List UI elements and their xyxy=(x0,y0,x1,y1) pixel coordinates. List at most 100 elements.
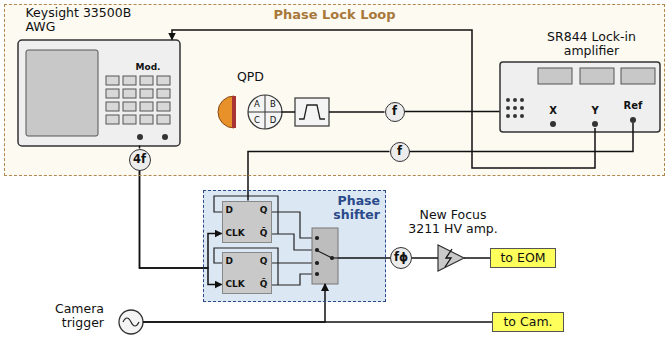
pin-name: D xyxy=(226,256,233,266)
text-holder: QPD xyxy=(218,70,284,84)
signal-name: X xyxy=(549,106,557,116)
pin-name: Q̄ xyxy=(260,228,268,238)
input-jack xyxy=(513,98,517,102)
frequency-circle: fϕ xyxy=(390,247,412,269)
port-label: Mod. xyxy=(135,63,160,72)
button xyxy=(157,76,170,85)
loop-region: Phase Lock Loop Keysight 33500B AWG SR844 … xyxy=(4,4,665,176)
button xyxy=(123,76,136,85)
input-jack xyxy=(520,106,524,110)
awg-body xyxy=(18,40,180,146)
qpd-quadrants xyxy=(248,95,282,129)
frequency-circle: f xyxy=(390,142,410,162)
lockin-display xyxy=(538,68,572,84)
node-label: Camera trigger xyxy=(40,302,104,331)
text-holder: Camera trigger xyxy=(40,294,148,338)
text-holder: SR844 Lock-in amplifier xyxy=(498,30,662,59)
input-jack xyxy=(506,106,510,110)
output-tag: to EOM xyxy=(490,248,556,268)
button xyxy=(157,102,170,111)
node-label: to EOM xyxy=(500,251,545,265)
wire xyxy=(464,257,490,259)
switch xyxy=(312,228,338,284)
output-tag: to Cam. xyxy=(492,312,564,332)
button xyxy=(106,115,119,124)
qpd-sensor xyxy=(218,96,234,128)
pin-name: Q xyxy=(260,256,268,266)
button xyxy=(123,89,136,98)
wire xyxy=(338,257,390,259)
lockin-terminal xyxy=(592,121,598,127)
wire xyxy=(282,111,385,113)
signal-name: Ref xyxy=(624,101,643,111)
awg-output xyxy=(137,134,143,140)
lockin-display xyxy=(580,68,614,84)
lockin-body xyxy=(500,62,660,132)
instrument: Keysight 33500B AWG xyxy=(16,6,184,148)
text-holder: New Focus 3211 HV amp. xyxy=(405,208,501,237)
frequency-circle: 4f xyxy=(129,149,151,171)
input-jack xyxy=(513,114,517,118)
node-label: to Cam. xyxy=(503,315,552,329)
high-voltage-symbol xyxy=(445,249,452,267)
qpd-divider xyxy=(265,95,266,129)
pin-name: Q xyxy=(260,205,268,215)
button xyxy=(140,115,153,124)
qpd-mount xyxy=(232,96,236,128)
flip-flop: DQCLKQ̄ xyxy=(222,201,272,243)
lockin-inputs xyxy=(506,98,524,118)
text-holder: Keysight 33500B AWG xyxy=(16,6,184,35)
node-label: 4f xyxy=(133,153,146,166)
quadrant-label: A xyxy=(254,100,260,109)
button xyxy=(106,89,119,98)
node-label: f xyxy=(392,105,397,118)
button xyxy=(140,89,153,98)
bandpass-filter xyxy=(295,98,329,126)
button xyxy=(140,102,153,111)
wire xyxy=(410,123,634,152)
wire xyxy=(405,111,500,113)
awg-buttons xyxy=(106,76,170,124)
frequency-circle: f xyxy=(385,102,405,122)
awg-screen xyxy=(26,50,98,136)
node-label: SR844 Lock-in amplifier xyxy=(524,30,659,59)
signal-name: Y xyxy=(591,106,598,116)
input-jack xyxy=(520,114,524,118)
pin-name: CLK xyxy=(226,228,245,238)
button xyxy=(123,102,136,111)
node-label: Phase shifter xyxy=(318,194,380,223)
node-label: fϕ xyxy=(394,251,408,264)
input-jack xyxy=(506,98,510,102)
input-jack xyxy=(513,106,517,110)
sine-symbol xyxy=(123,318,139,326)
flip-flop: D Q CLK Q̄ xyxy=(222,252,272,294)
instrument: SR844 Lock-in amplifier xyxy=(498,30,662,134)
amplifier: New Focus 3211 HV amp. xyxy=(405,208,501,276)
button xyxy=(106,102,119,111)
trigger-source: Camera trigger xyxy=(40,294,148,338)
button xyxy=(140,76,153,85)
wire xyxy=(172,30,595,168)
pll-ground xyxy=(4,4,665,176)
node-label: Keysight 33500B AWG xyxy=(26,6,136,35)
wire xyxy=(412,257,438,259)
button xyxy=(157,115,170,124)
lockin-display xyxy=(621,68,655,84)
shifter-ground xyxy=(203,190,386,302)
button xyxy=(106,76,119,85)
wire xyxy=(140,171,222,285)
quadrant-label: C xyxy=(254,116,260,125)
pin-name: CLK xyxy=(226,279,245,289)
node-label: Phase Lock Loop xyxy=(273,8,395,23)
switch-symbol xyxy=(316,237,339,276)
lockin-terminal xyxy=(550,121,556,127)
bandpass-symbol xyxy=(299,105,325,119)
node-label: QPD xyxy=(237,70,264,84)
quadrant-label: D xyxy=(270,116,277,125)
awg-output xyxy=(162,134,168,140)
amplifier-symbol xyxy=(438,245,464,271)
input-jack xyxy=(520,98,524,102)
phase-shifter-region: Phase shifterDQCLKQ̄DQCLKQ̄ xyxy=(203,190,386,302)
pin-name: Q̄ xyxy=(260,279,268,289)
lockin-terminal xyxy=(630,117,636,123)
